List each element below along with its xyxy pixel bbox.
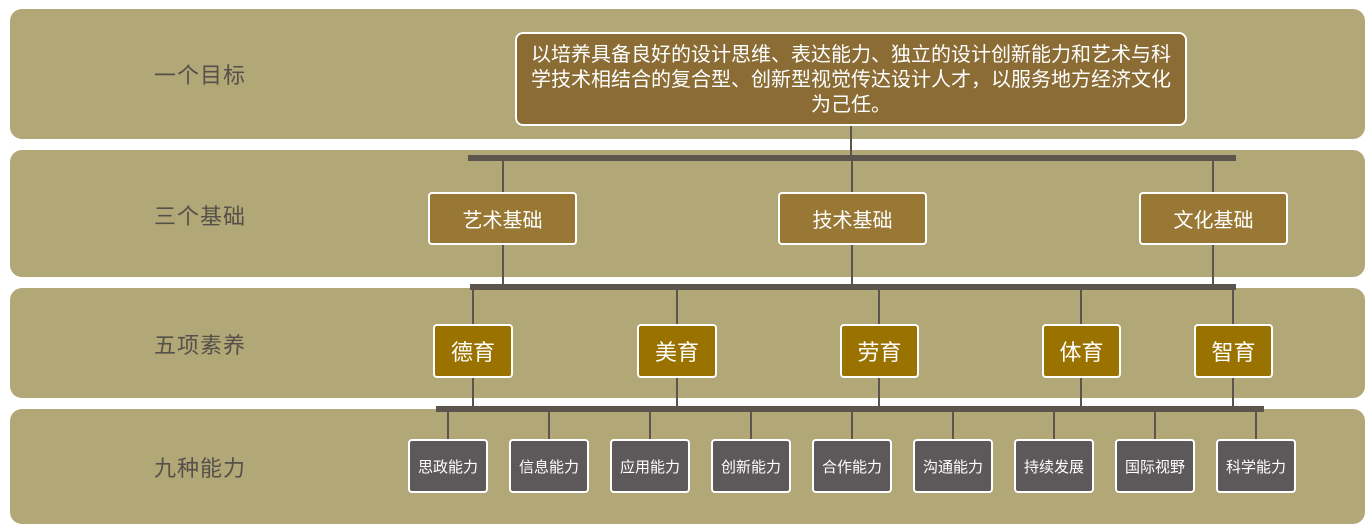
quality-box-aesthetic: 美育 [637, 324, 717, 378]
ability-box-label: 科学能力 [1225, 457, 1286, 476]
ability-box-label: 应用能力 [619, 457, 680, 476]
quality-rise-line [472, 378, 474, 408]
ability-box: 创新能力 [711, 439, 791, 493]
ability-box-label: 沟通能力 [922, 457, 983, 476]
base-box-technology: 技术基础 [778, 192, 927, 245]
base-box-art: 艺术基础 [428, 192, 577, 245]
goal-stem-line [850, 126, 852, 156]
quality-drop-line [1232, 288, 1234, 325]
ability-box-label: 国际视野 [1124, 457, 1185, 476]
ability-drop-line [851, 410, 853, 440]
quality-box-label: 智育 [1211, 341, 1256, 366]
ability-box: 国际视野 [1115, 439, 1195, 493]
ability-box-label: 思政能力 [417, 457, 478, 476]
ability-box: 持续发展 [1014, 439, 1094, 493]
ability-box: 合作能力 [812, 439, 892, 493]
base-bus-line [468, 155, 1236, 161]
goal-box: 以培养具备良好的设计思维、表达能力、独立的设计创新能力和艺术与科学技术相结合的复… [515, 32, 1187, 126]
quality-drop-line [472, 288, 474, 325]
ability-drop-line [1154, 410, 1156, 440]
quality-rise-line [676, 378, 678, 408]
ability-box-label: 合作能力 [821, 457, 882, 476]
ability-box: 沟通能力 [913, 439, 993, 493]
base-row-label: 三个基础 [154, 205, 247, 230]
base-rise-line [851, 245, 853, 285]
quality-drop-line [676, 288, 678, 325]
base-drop-line [851, 159, 853, 193]
quality-box-label: 劳育 [857, 341, 902, 366]
quality-box-labor: 劳育 [840, 324, 919, 378]
quality-box-label: 美育 [654, 341, 699, 366]
quality-rise-line [1232, 378, 1234, 408]
quality-drop-line [1080, 288, 1082, 325]
goal-row-label: 一个目标 [154, 64, 247, 89]
base-box-culture: 文化基础 [1139, 192, 1288, 245]
ability-drop-line [750, 410, 752, 440]
base-rise-line [1212, 245, 1214, 285]
quality-box-label: 体育 [1059, 341, 1104, 366]
quality-rise-line [1080, 378, 1082, 408]
ability-bus-line [436, 406, 1264, 412]
base-rise-line [502, 245, 504, 285]
ability-drop-line [952, 410, 954, 440]
ability-drop-line [649, 410, 651, 440]
ability-box: 应用能力 [610, 439, 690, 493]
ability-box: 科学能力 [1216, 439, 1296, 493]
ability-box-label: 信息能力 [518, 457, 579, 476]
quality-box-moral: 德育 [433, 324, 513, 378]
quality-rise-line [878, 378, 880, 408]
ability-box: 信息能力 [509, 439, 589, 493]
quality-drop-line [878, 288, 880, 325]
base-drop-line [1212, 159, 1214, 193]
ability-drop-line [1255, 410, 1257, 440]
ability-drop-line [1053, 410, 1055, 440]
ability-drop-line [447, 410, 449, 440]
quality-row-label: 五项素养 [154, 334, 247, 359]
quality-bus-line [470, 284, 1236, 290]
goal-text: 以培养具备良好的设计思维、表达能力、独立的设计创新能力和艺术与科学技术相结合的复… [531, 41, 1171, 116]
base-box-label: 技术基础 [812, 208, 893, 232]
quality-box-intellectual: 智育 [1194, 324, 1273, 378]
ability-box-label: 创新能力 [720, 457, 781, 476]
ability-row-label: 九种能力 [154, 457, 247, 482]
quality-box-label: 德育 [450, 341, 495, 366]
ability-drop-line [548, 410, 550, 440]
ability-box-label: 持续发展 [1023, 457, 1084, 476]
base-drop-line [502, 159, 504, 193]
ability-box: 思政能力 [408, 439, 488, 493]
quality-box-physical: 体育 [1042, 324, 1121, 378]
base-box-label: 文化基础 [1173, 208, 1254, 232]
base-box-label: 艺术基础 [462, 208, 543, 232]
